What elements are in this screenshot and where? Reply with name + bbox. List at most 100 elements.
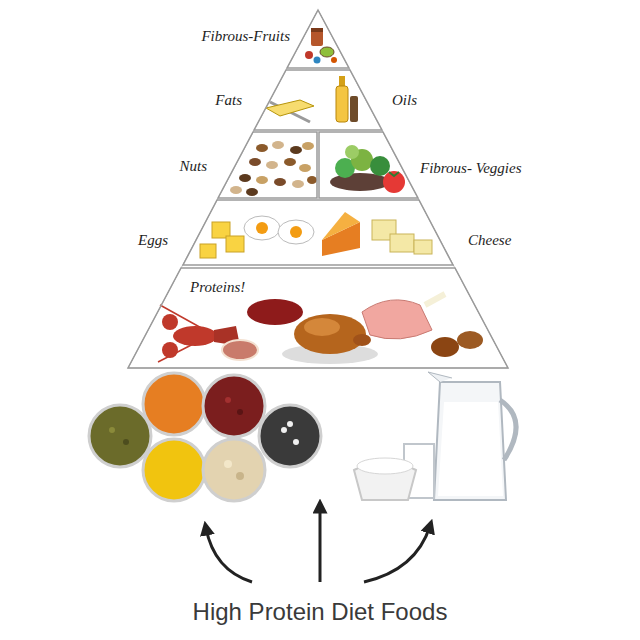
veggies-picture-part bbox=[389, 172, 399, 176]
nuts-picture-part bbox=[299, 164, 311, 172]
fruit-picture-part bbox=[305, 51, 313, 59]
nuts-picture-part bbox=[239, 174, 251, 182]
eggs-cheese-picture-part bbox=[322, 212, 360, 240]
tier-label: Oils bbox=[392, 91, 417, 109]
up-arrows-part bbox=[319, 506, 322, 582]
proteins-picture-part bbox=[431, 337, 459, 357]
tier-outline bbox=[254, 70, 382, 130]
dairy-picture-part bbox=[500, 400, 516, 460]
fats-picture-part bbox=[266, 100, 314, 116]
up-arrows-part bbox=[206, 528, 252, 582]
legume-bowls-part bbox=[203, 375, 265, 437]
veggies-picture-part bbox=[383, 171, 405, 193]
proteins-picture-part bbox=[425, 294, 445, 305]
veggies-picture-part bbox=[370, 156, 390, 176]
caption: High Protein Diet Foods bbox=[0, 598, 640, 627]
proteins-picture-part bbox=[304, 318, 340, 336]
legume-bowls-part bbox=[89, 405, 151, 467]
legume-bowls-part bbox=[259, 405, 321, 467]
proteins-picture-part bbox=[247, 299, 303, 325]
legume-bowls-part bbox=[281, 427, 287, 433]
legume-bowls-part bbox=[203, 439, 265, 501]
fruit-picture-part bbox=[314, 57, 321, 64]
pyramid-tier: Nuts bbox=[218, 132, 317, 198]
tier-outline bbox=[319, 132, 418, 198]
eggs-cheese-picture-part bbox=[390, 234, 414, 252]
legume-bowls-part bbox=[109, 427, 115, 433]
fats-picture-part bbox=[350, 96, 358, 122]
eggs-cheese-picture-part bbox=[256, 222, 268, 234]
tier-label: Eggs bbox=[138, 231, 168, 249]
up-arrows bbox=[206, 506, 430, 582]
tier-label: Proteins! bbox=[190, 278, 245, 296]
pyramid-outline bbox=[128, 10, 508, 368]
fats-picture-part bbox=[336, 86, 348, 122]
tier-outline bbox=[128, 268, 508, 368]
dairy-picture-part bbox=[357, 458, 413, 474]
eggs-cheese-picture-part bbox=[244, 216, 280, 240]
tier-label: Fibrous-Fruits bbox=[201, 27, 290, 45]
up-arrows-part bbox=[364, 526, 430, 582]
tier-outline bbox=[254, 70, 382, 130]
tier-label: Fibrous- Veggies bbox=[420, 159, 522, 177]
tier-outline bbox=[183, 200, 453, 265]
tier-label: Fats bbox=[215, 91, 242, 109]
proteins-picture-part bbox=[162, 314, 178, 330]
nuts-picture-part bbox=[256, 144, 268, 152]
eggs-cheese-picture-part bbox=[414, 240, 432, 254]
nuts-picture-part bbox=[274, 178, 286, 186]
tier-outline bbox=[287, 10, 349, 68]
eggs-cheese-picture-part bbox=[200, 244, 216, 258]
nuts-picture-part bbox=[290, 146, 302, 154]
proteins-picture-part bbox=[222, 340, 258, 360]
nuts-picture-part bbox=[307, 176, 317, 184]
nuts-picture-part bbox=[249, 158, 261, 166]
proteins-picture-part bbox=[362, 300, 432, 339]
tier-label: Nuts bbox=[179, 157, 207, 175]
dairy-picture bbox=[354, 372, 516, 500]
proteins-picture bbox=[158, 294, 483, 364]
nuts-picture-part bbox=[246, 188, 258, 196]
fruit-picture-part bbox=[311, 30, 323, 46]
legume-bowls-part bbox=[143, 439, 205, 501]
eggs-cheese-picture-part bbox=[278, 220, 314, 244]
legume-bowls-part bbox=[225, 397, 231, 403]
pyramid-tier: EggsCheese bbox=[183, 200, 453, 265]
veggies-picture-part bbox=[345, 145, 359, 159]
proteins-picture-part bbox=[294, 314, 366, 354]
eggs-cheese-picture-part bbox=[226, 236, 244, 252]
tier-outline bbox=[128, 268, 508, 368]
fruit-picture-part bbox=[331, 57, 337, 63]
pyramid-tier: Proteins! bbox=[128, 268, 508, 368]
legume-bowls bbox=[89, 373, 321, 501]
nuts-picture-part bbox=[256, 176, 268, 184]
legume-bowls-part bbox=[287, 421, 293, 427]
eggs-cheese-picture bbox=[200, 212, 432, 258]
tier-outline bbox=[218, 132, 317, 198]
dairy-picture-part bbox=[438, 402, 503, 496]
tier-outline bbox=[183, 200, 453, 265]
tier-outline bbox=[218, 132, 317, 198]
nuts-picture-part bbox=[266, 161, 278, 169]
nuts-picture-part bbox=[302, 142, 314, 150]
fats-picture-part bbox=[339, 76, 345, 87]
nuts-picture-part bbox=[230, 186, 242, 194]
pyramid-outline-part bbox=[128, 10, 508, 368]
pyramid-tier: Fibrous- Veggies bbox=[319, 132, 418, 198]
proteins-picture-part bbox=[353, 334, 371, 346]
eggs-cheese-picture-part bbox=[290, 226, 302, 238]
legume-bowls-part bbox=[237, 409, 243, 415]
legume-bowls-part bbox=[143, 373, 205, 435]
nuts-picture-part bbox=[284, 158, 296, 166]
dairy-picture-part bbox=[428, 372, 452, 382]
dairy-picture-part bbox=[434, 382, 506, 500]
pyramid-tier: FatsOils bbox=[254, 70, 382, 130]
pyramid-tier: Fibrous-Fruits bbox=[287, 10, 349, 68]
proteins-picture-part bbox=[173, 326, 217, 346]
proteins-picture-part bbox=[457, 331, 483, 349]
nuts-picture-part bbox=[272, 141, 284, 149]
tier-label: Cheese bbox=[468, 231, 511, 249]
legume-bowls-part bbox=[236, 472, 244, 480]
